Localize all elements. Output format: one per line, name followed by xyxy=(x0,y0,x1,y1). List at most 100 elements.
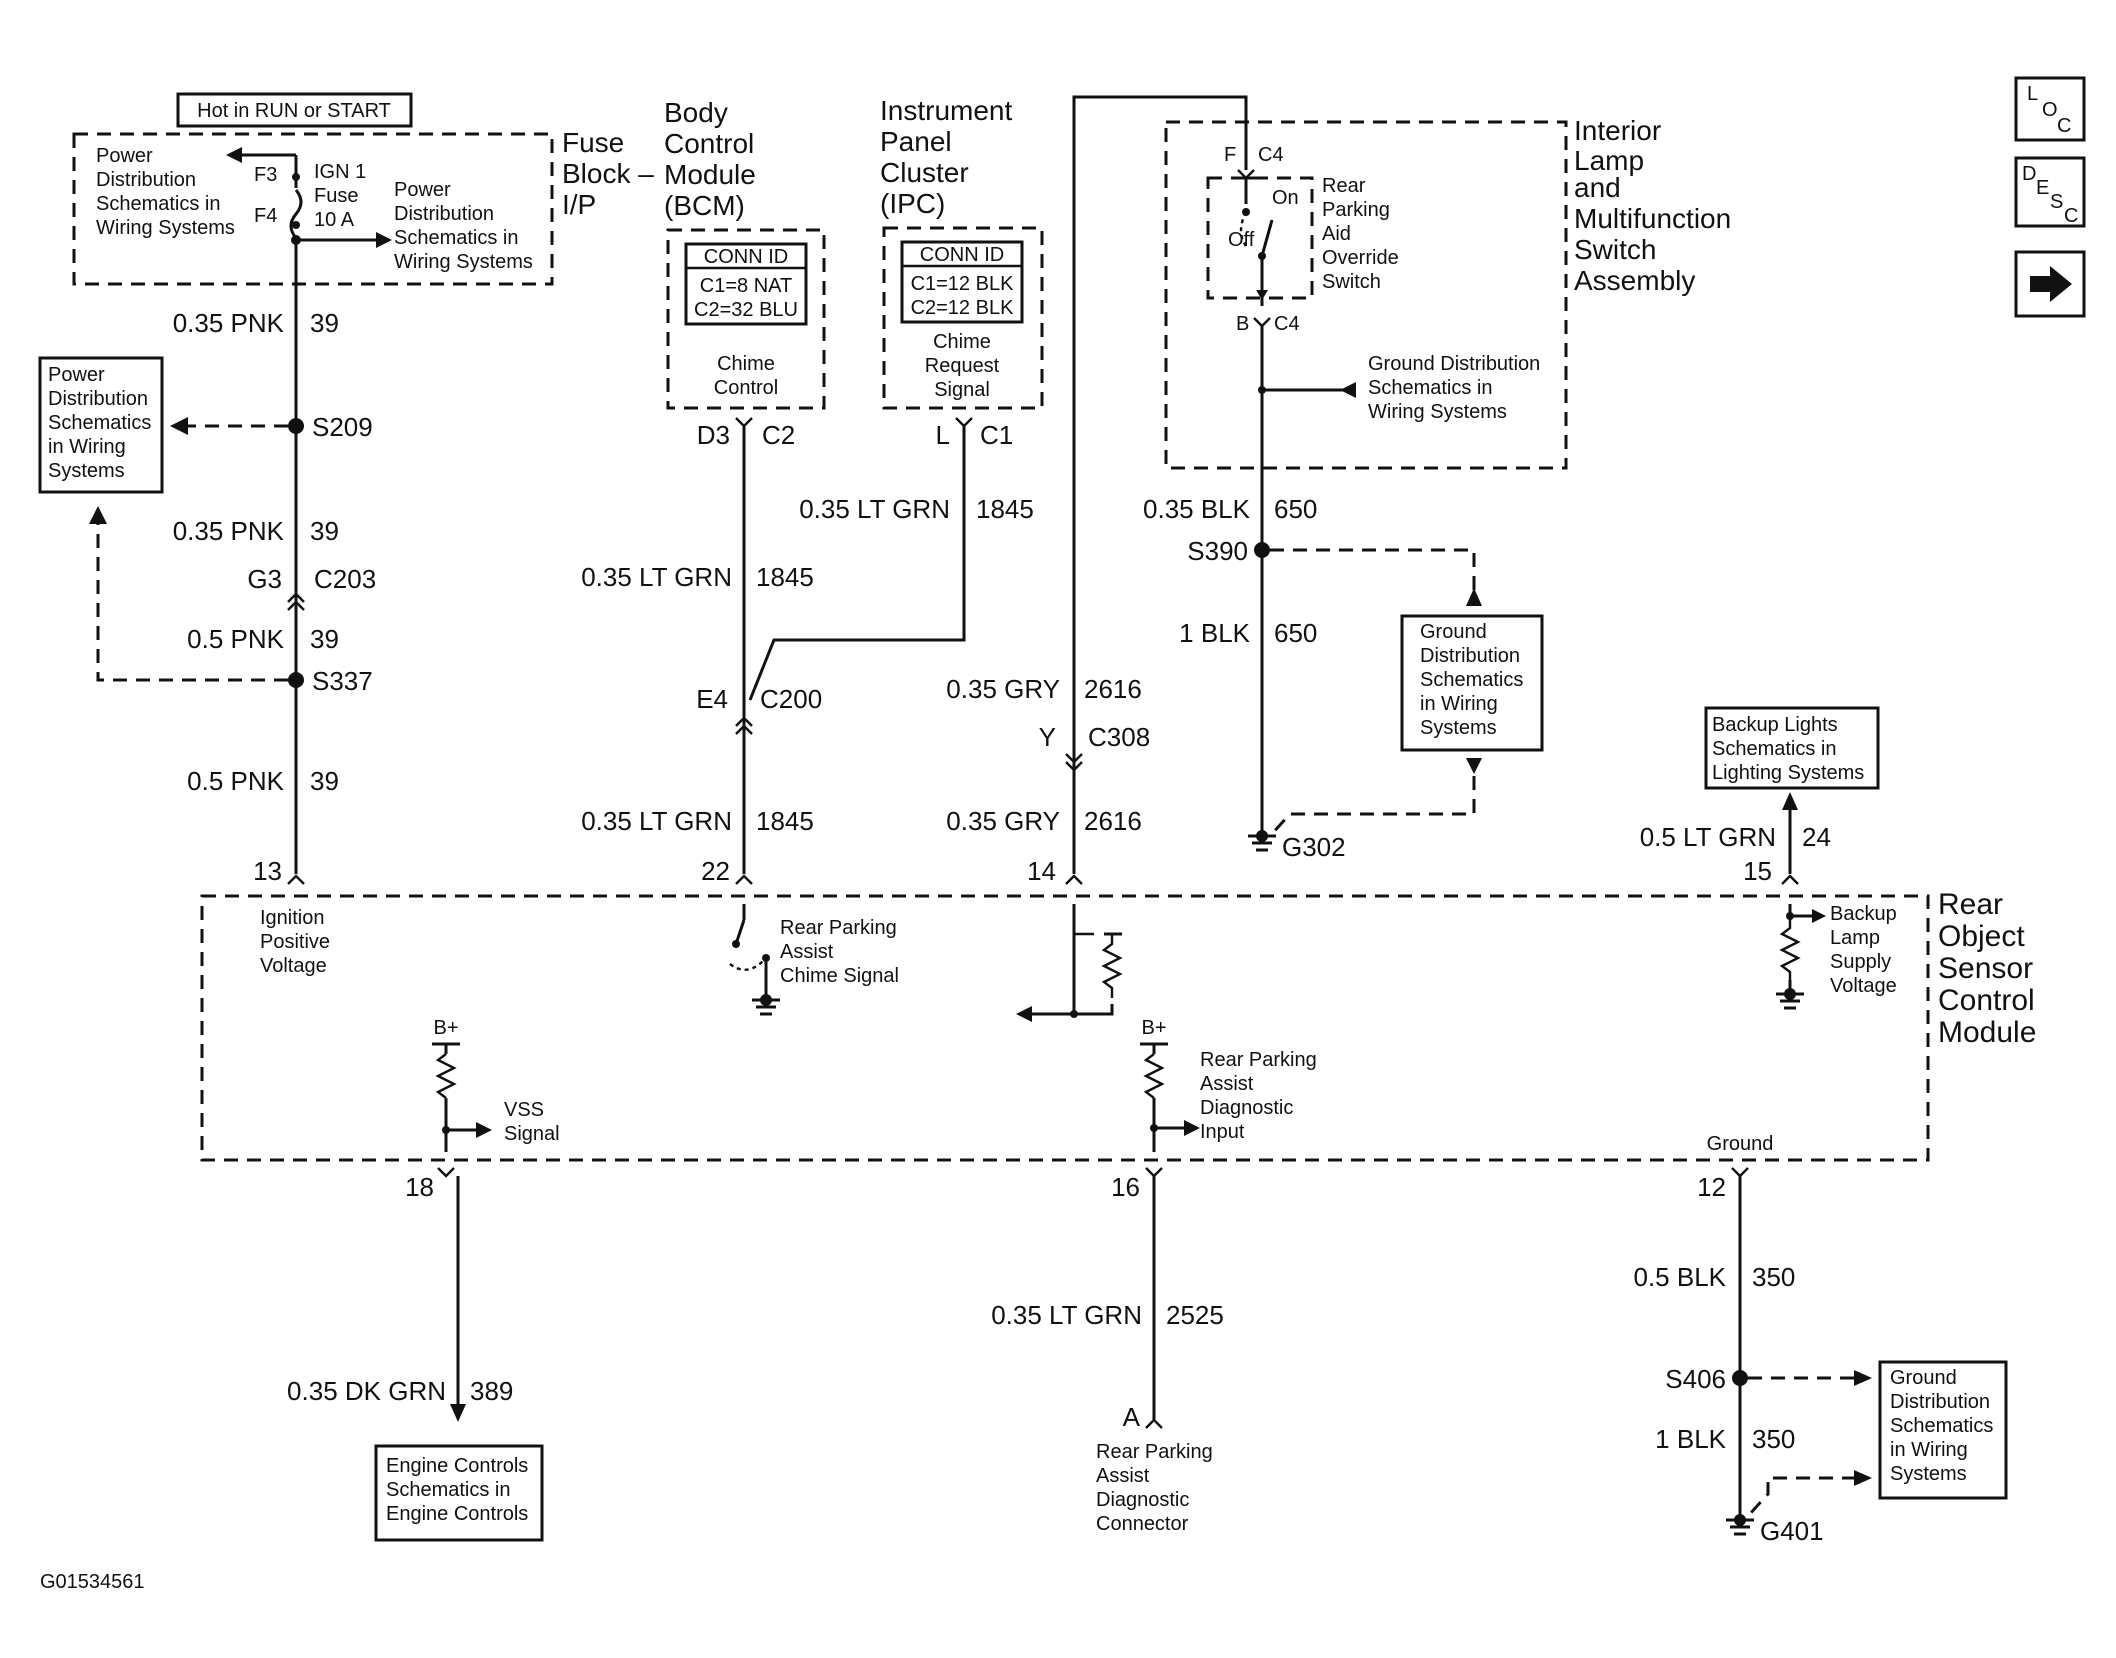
splice-s209-label: S209 xyxy=(312,412,373,442)
svg-text:Hot in RUN or START: Hot in RUN or START xyxy=(197,100,391,122)
svg-text:Control: Control xyxy=(664,128,754,159)
connector-c308-pin: Y xyxy=(1039,722,1056,752)
backup-lights-ref-box: Backup Lights Schematics in Lighting Sys… xyxy=(1704,706,1880,790)
svg-text:Control: Control xyxy=(1938,984,2035,1017)
svg-text:On: On xyxy=(1272,187,1299,209)
ground-distribution-ref-box-mid: Ground Distribution Schematics in Wiring… xyxy=(1400,614,1544,752)
diag-pullup-resistor xyxy=(1140,1042,1200,1152)
connector-c308-name: C308 xyxy=(1088,722,1150,752)
wire-39-circuit-b: 39 xyxy=(310,516,339,546)
svg-text:Schematics in: Schematics in xyxy=(96,193,221,215)
splice-s390 xyxy=(1254,542,1270,558)
wire-39-circuit-a: 39 xyxy=(310,308,339,338)
svg-text:Backup Lights: Backup Lights xyxy=(1712,714,1838,736)
svg-text:Schematics in: Schematics in xyxy=(1368,377,1493,399)
svg-text:Backup: Backup xyxy=(1830,903,1897,925)
wire-39-circuit-c: 39 xyxy=(310,624,339,654)
figure-id: G01534561 xyxy=(40,1571,145,1593)
ipc-pin: L xyxy=(936,420,950,450)
wire-350-size-a: 0.5 BLK xyxy=(1633,1262,1726,1292)
diag-connector-label: Rear Parking Assist Diagnostic Connector xyxy=(1096,1441,1213,1535)
svg-text:Rear Parking: Rear Parking xyxy=(1200,1049,1317,1071)
module-pin-12: 12 xyxy=(1697,1172,1726,1202)
diag-connector-pin: A xyxy=(1123,1402,1141,1432)
module-pin-18: 18 xyxy=(405,1172,434,1202)
svg-text:Body: Body xyxy=(664,97,728,128)
svg-text:B+: B+ xyxy=(433,1017,458,1039)
splice-s406-label: S406 xyxy=(1665,1364,1726,1394)
svg-text:Assist: Assist xyxy=(1096,1465,1150,1487)
svg-text:CONN ID: CONN ID xyxy=(704,246,788,268)
svg-text:Diagnostic: Diagnostic xyxy=(1096,1489,1189,1511)
ipc-connector: C1 xyxy=(980,420,1013,450)
svg-text:Schematics in: Schematics in xyxy=(1712,738,1837,760)
svg-text:Input: Input xyxy=(1200,1121,1245,1143)
wire-389-circuit: 389 xyxy=(470,1376,513,1406)
wire-1845-size-low: 0.35 LT GRN xyxy=(581,806,732,836)
wire-650-circuit-b: 650 xyxy=(1274,618,1317,648)
svg-text:Power: Power xyxy=(96,145,153,167)
connector-c308-symbol xyxy=(1065,753,1083,772)
svg-text:B: B xyxy=(1236,313,1249,335)
connector-c203-symbol xyxy=(287,592,305,611)
svg-text:Schematics: Schematics xyxy=(48,412,151,434)
ground-g401-label: G401 xyxy=(1760,1516,1824,1546)
svg-text:Assist: Assist xyxy=(1200,1073,1254,1095)
svg-text:Ground: Ground xyxy=(1707,1133,1774,1155)
wire-circuit-1845-ipc xyxy=(748,426,966,701)
svg-text:Sensor: Sensor xyxy=(1938,952,2033,985)
next-page-button[interactable] xyxy=(2014,250,2086,318)
connector-c200-name: C200 xyxy=(760,684,822,714)
svg-text:(IPC): (IPC) xyxy=(880,188,945,219)
svg-text:Voltage: Voltage xyxy=(1830,975,1897,997)
diag-pullup-14 xyxy=(1016,904,1123,1022)
hot-in-run-label: Hot in RUN or START xyxy=(176,92,413,128)
svg-text:Chime: Chime xyxy=(717,353,775,375)
wire-350-circuit-b: 350 xyxy=(1752,1424,1795,1454)
svg-text:Systems: Systems xyxy=(1890,1463,1967,1485)
svg-text:F: F xyxy=(1224,144,1236,166)
wire-2616-size-a: 0.35 GRY xyxy=(946,674,1060,704)
svg-text:F4: F4 xyxy=(254,205,277,227)
svg-text:Engine Controls: Engine Controls xyxy=(386,1503,528,1525)
svg-text:Wiring Systems: Wiring Systems xyxy=(1368,401,1507,423)
svg-text:Distribution: Distribution xyxy=(1420,645,1520,667)
svg-text:C1=8 NAT: C1=8 NAT xyxy=(700,275,792,297)
svg-text:Parking: Parking xyxy=(1322,199,1390,221)
svg-text:Ground Distribution: Ground Distribution xyxy=(1368,353,1540,375)
svg-text:IGN 1: IGN 1 xyxy=(314,161,366,183)
module-pin-15: 15 xyxy=(1743,856,1772,886)
loc-button[interactable]: L O C xyxy=(2014,76,2086,142)
wire-39-size-c: 0.5 PNK xyxy=(187,624,284,654)
svg-text:C4: C4 xyxy=(1258,144,1284,166)
svg-text:Wiring Systems: Wiring Systems xyxy=(96,217,235,239)
connector-c203-name: C203 xyxy=(314,564,376,594)
wire-24-size: 0.5 LT GRN xyxy=(1640,822,1776,852)
svg-text:Rear Parking: Rear Parking xyxy=(1096,1441,1213,1463)
module-pin-13: 13 xyxy=(253,856,282,886)
svg-text:Cluster: Cluster xyxy=(880,157,969,188)
svg-text:Power: Power xyxy=(394,179,451,201)
svg-text:VSS: VSS xyxy=(504,1099,544,1121)
svg-text:in Wiring: in Wiring xyxy=(1890,1439,1968,1461)
wire-39-size-d: 0.5 PNK xyxy=(187,766,284,796)
connector-c203-pin: G3 xyxy=(247,564,282,594)
svg-text:Systems: Systems xyxy=(1420,717,1497,739)
wire-1845-size-bcm: 0.35 LT GRN xyxy=(581,562,732,592)
wire-350-size-b: 1 BLK xyxy=(1655,1424,1726,1454)
svg-text:Rear Parking: Rear Parking xyxy=(780,917,897,939)
svg-text:Wiring Systems: Wiring Systems xyxy=(394,251,533,273)
svg-text:Ground: Ground xyxy=(1420,621,1487,643)
svg-text:Aid: Aid xyxy=(1322,223,1351,245)
svg-text:Multifunction: Multifunction xyxy=(1574,203,1731,234)
power-distribution-ref-box: Power Distribution Schematics in Wiring … xyxy=(38,356,164,494)
svg-text:Distribution: Distribution xyxy=(394,203,494,225)
wire-2525-size: 0.35 LT GRN xyxy=(991,1300,1142,1330)
svg-text:in Wiring: in Wiring xyxy=(1420,693,1498,715)
svg-text:F3: F3 xyxy=(254,164,277,186)
wire-39-circuit-d: 39 xyxy=(310,766,339,796)
desc-button[interactable]: D E S C xyxy=(2014,156,2086,228)
svg-text:(BCM): (BCM) xyxy=(664,190,745,221)
svg-text:E: E xyxy=(2036,177,2049,199)
diag-connector-symbol xyxy=(1145,1418,1163,1429)
